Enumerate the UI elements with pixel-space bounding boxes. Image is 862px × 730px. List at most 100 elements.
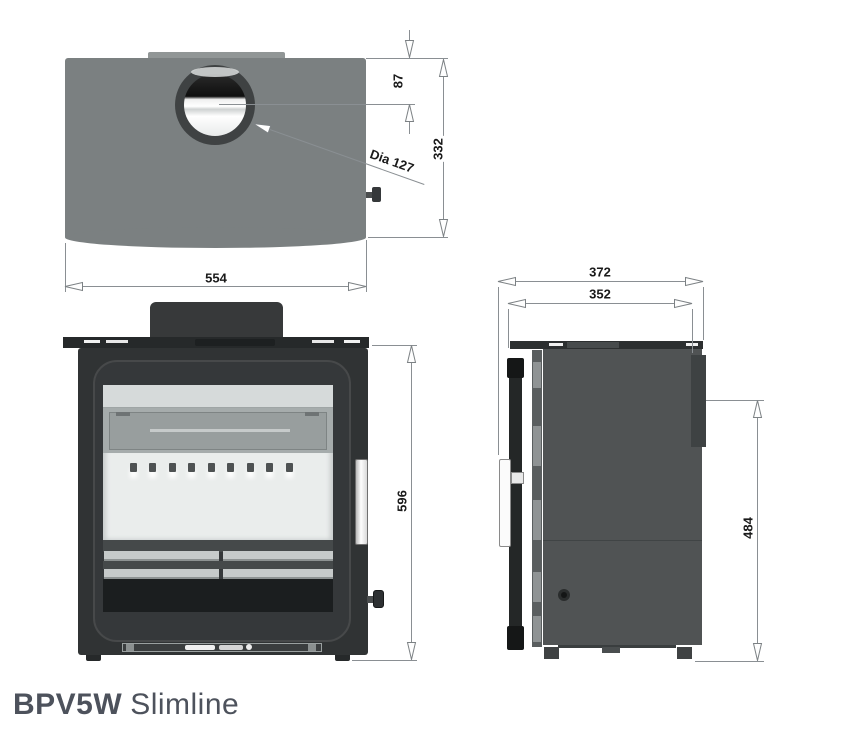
plan-damper-stem <box>366 192 374 198</box>
air-hole <box>208 463 215 472</box>
ext-line <box>692 309 693 353</box>
product-variant: Slimline <box>130 688 240 721</box>
dim-line-484 <box>757 400 758 661</box>
dim-line-352 <box>508 303 692 304</box>
door-handle-side <box>499 459 511 547</box>
dim-arrow-up <box>438 59 449 77</box>
door-edge-top-block <box>507 358 524 378</box>
air-hole <box>227 463 234 472</box>
front-foot <box>86 655 101 661</box>
door-handle <box>355 459 368 545</box>
dim-arrow-down <box>404 40 415 58</box>
air-hole <box>247 463 254 472</box>
dim-arrow-up <box>404 104 415 122</box>
hinge-segment <box>533 616 541 642</box>
ext-line <box>695 661 764 662</box>
air-hole <box>188 463 195 472</box>
ext-line <box>65 243 66 292</box>
air-hole <box>149 463 156 472</box>
dim-arrow-right <box>674 298 693 309</box>
firebrick-panel <box>103 453 333 540</box>
dim-arrow-right <box>348 281 367 292</box>
dim-arrow-up <box>406 345 417 363</box>
grate-slat <box>223 551 333 561</box>
dim-line-554 <box>65 286 366 287</box>
baffle-slit <box>150 429 290 432</box>
side-top-plate-slit <box>549 343 563 346</box>
dim-label-flue-diameter: Dia 127 <box>368 146 416 176</box>
dim-arrow-up <box>752 400 763 418</box>
air-hole <box>130 463 137 472</box>
handle-bracket <box>511 472 524 484</box>
product-model: BPV5W <box>13 688 123 721</box>
air-control-endcap <box>126 644 134 651</box>
grate-slat <box>223 569 333 579</box>
grate-shadow-band <box>103 540 333 552</box>
plan-body-front-bulge <box>65 227 366 248</box>
grate-gap-band <box>103 561 333 569</box>
dim-line-372 <box>498 281 703 282</box>
leader-arrow <box>252 122 272 134</box>
top-plate-slit <box>84 340 100 343</box>
ash-lip-band <box>103 579 333 612</box>
top-plate-slit <box>106 340 128 343</box>
dim-arrow-down <box>752 643 763 661</box>
dim-arrow-right <box>685 276 704 287</box>
hinge-segment <box>533 500 541 540</box>
grate-slat <box>104 551 219 561</box>
dim-arrow-left <box>497 276 516 287</box>
side-foot <box>544 647 559 659</box>
air-knob-stem <box>367 596 374 603</box>
air-hole <box>266 463 273 472</box>
flue-collar-box <box>150 302 283 342</box>
dim-line-596 <box>411 345 412 660</box>
baffle-tab <box>305 412 319 416</box>
ext-line <box>219 104 415 105</box>
air-control-endcap <box>308 644 316 651</box>
ext-line <box>498 287 499 455</box>
side-seam-line <box>543 540 702 541</box>
side-top-plate-segment <box>567 342 619 348</box>
air-control-slider <box>185 645 215 650</box>
dim-label-side-rear-height: 484 <box>740 515 756 541</box>
door-edge-strip <box>509 358 522 648</box>
top-plate-slit <box>312 340 334 343</box>
side-bottom-peg <box>602 647 620 653</box>
dim-label-flue-offset: 87 <box>390 71 406 91</box>
dim-arrow-left <box>64 281 83 292</box>
air-control-slider <box>219 645 243 650</box>
door-hinge-seam <box>532 350 542 647</box>
side-foot <box>677 647 692 659</box>
dim-label-front-height: 596 <box>394 488 410 514</box>
air-hole <box>169 463 176 472</box>
side-underside-lip <box>558 645 676 648</box>
baffle-tab <box>116 412 130 416</box>
air-hole <box>286 463 293 472</box>
front-foot <box>335 655 350 661</box>
rear-flue-blank-strip <box>691 355 706 447</box>
ext-line <box>366 58 448 59</box>
grate-slat <box>104 569 219 579</box>
hinge-segment <box>533 572 541 602</box>
ext-line <box>372 345 417 346</box>
ext-line <box>703 287 704 340</box>
dim-arrow-left <box>507 298 526 309</box>
ext-line <box>366 240 367 292</box>
air-knob <box>373 590 384 608</box>
dim-label-top-depth: 332 <box>430 136 446 162</box>
plan-damper-knob <box>372 187 381 202</box>
flue-outlet-highlight <box>191 67 239 77</box>
dim-label-side-body-depth: 352 <box>587 286 613 302</box>
dim-arrow-down <box>438 219 449 237</box>
plan-top-tab <box>148 52 285 59</box>
flue-outlet-bore <box>184 74 246 136</box>
dim-label-side-overall-depth: 372 <box>587 264 613 280</box>
ext-line <box>508 309 509 348</box>
air-control-pin <box>246 644 252 650</box>
ext-line <box>368 237 448 238</box>
ext-line <box>352 660 417 661</box>
hinge-segment <box>533 426 541 466</box>
door-edge-bottom-block <box>507 626 524 650</box>
